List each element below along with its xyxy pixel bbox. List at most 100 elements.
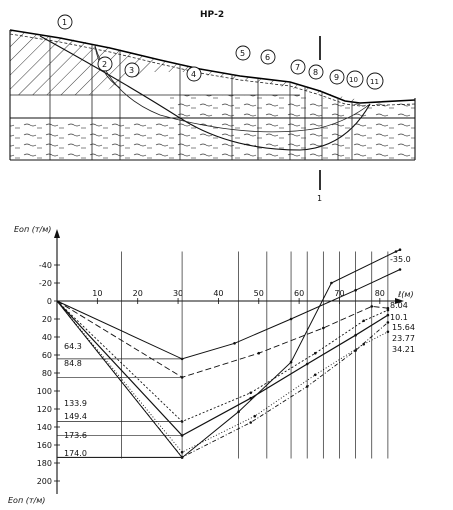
left-annotation-2: 133.9 xyxy=(64,399,87,408)
right-annotation-2: 10.1 xyxy=(390,313,408,322)
series-point xyxy=(386,308,390,312)
section-cut-label: 1 xyxy=(317,194,322,203)
y-axis-label-bottom: Eоп (т/м) xyxy=(8,496,45,505)
marker-3: 3 xyxy=(124,62,140,78)
series-point xyxy=(257,351,261,355)
y-tick-label: 200 xyxy=(37,477,52,486)
series-point xyxy=(362,319,365,323)
left-annotation-4: 173.6 xyxy=(64,431,87,440)
svg-text:8: 8 xyxy=(313,68,318,77)
series-point xyxy=(394,250,398,253)
slice-lines xyxy=(49,36,353,160)
right-annotation-4: 23.77 xyxy=(392,334,415,343)
series-point xyxy=(249,421,252,424)
slice-markers: 1 2 3 4 5 6 7 xyxy=(57,14,384,90)
y-tick-label: 40 xyxy=(42,333,52,342)
marker-1: 1 xyxy=(57,14,73,30)
y-tick-label: -40 xyxy=(39,261,52,270)
svg-text:2: 2 xyxy=(102,60,107,69)
series-point xyxy=(386,306,390,310)
x-axis-label: ℓ(м) xyxy=(397,290,414,299)
marker-5: 5 xyxy=(235,45,251,61)
svg-text:11: 11 xyxy=(370,78,379,86)
series-point xyxy=(386,321,390,324)
series-point xyxy=(313,373,317,377)
right-annotation-0: -35.0 xyxy=(390,255,411,264)
svg-text:10: 10 xyxy=(349,76,358,84)
x-tick-label: 30 xyxy=(173,289,183,298)
x-tick-label: 60 xyxy=(294,289,304,298)
series-line-3 xyxy=(56,300,389,423)
y-tick-label: 0 xyxy=(47,297,52,306)
series-point xyxy=(305,385,309,388)
y-tick-label: 180 xyxy=(37,459,52,468)
left-annotation-1: 84.8 xyxy=(64,359,82,368)
hatched-soil-layer xyxy=(10,30,360,103)
clay-layer-mid xyxy=(170,95,415,118)
svg-text:7: 7 xyxy=(295,63,300,72)
y-tick-label: -20 xyxy=(39,279,52,288)
value-guides xyxy=(57,358,183,458)
svg-text:4: 4 xyxy=(191,70,196,79)
x-tick-label: 20 xyxy=(133,289,143,298)
svg-text:5: 5 xyxy=(240,49,245,58)
series-point xyxy=(354,349,357,352)
series-point xyxy=(249,396,252,400)
x-axis-arrow xyxy=(395,298,404,304)
series-point xyxy=(253,414,257,418)
svg-text:1: 1 xyxy=(62,18,67,27)
y-tick-label: 140 xyxy=(37,423,52,432)
series-point xyxy=(386,330,390,334)
series-point xyxy=(354,333,357,337)
series-line-5 xyxy=(56,300,389,458)
x-tick-label: 80 xyxy=(375,289,385,298)
y-tick-label: 100 xyxy=(37,387,52,396)
y-tick-label: 160 xyxy=(37,441,52,450)
series-point xyxy=(289,360,293,364)
marker-9: 9 xyxy=(329,69,345,85)
marker-7: 7 xyxy=(290,59,306,75)
series-point xyxy=(354,288,357,292)
left-annotation-0: 64.3 xyxy=(64,342,82,351)
series-point xyxy=(362,342,365,346)
marker-6: 6 xyxy=(260,49,276,65)
svg-text:3: 3 xyxy=(129,66,134,75)
right-annotation-3: 15.64 xyxy=(392,323,415,332)
section-title: НР-2 xyxy=(200,10,224,20)
marker-11: 11 xyxy=(366,72,384,90)
series-line-4 xyxy=(56,300,389,437)
y-tick-label: 80 xyxy=(42,369,52,378)
series-point xyxy=(386,313,390,317)
series-point xyxy=(305,362,309,366)
series-point xyxy=(233,342,236,345)
left-annotation-3: 149.4 xyxy=(64,412,87,421)
x-tick-label: 50 xyxy=(254,289,264,298)
x-tick-label: 40 xyxy=(213,289,223,298)
y-tick-label: 120 xyxy=(37,405,52,414)
series-point xyxy=(398,248,402,251)
series-line-2 xyxy=(56,300,388,378)
marker-8: 8 xyxy=(308,64,324,80)
series-point xyxy=(370,305,374,308)
right-annotation-1: 8.04 xyxy=(390,301,408,310)
series-lines xyxy=(56,248,402,459)
y-axis-label-top: Eоп (т/м) xyxy=(14,225,51,234)
x-tick-label: 10 xyxy=(92,289,102,298)
clay-layer xyxy=(10,118,415,160)
svg-text:6: 6 xyxy=(265,53,270,62)
left-annotation-5: 174.0 xyxy=(64,449,87,458)
marker-2: 2 xyxy=(97,56,113,72)
slice-verticals xyxy=(121,251,389,459)
y-tick-label: 60 xyxy=(42,351,52,360)
series-point xyxy=(289,317,293,321)
series-point xyxy=(322,326,325,330)
series-point xyxy=(180,450,184,454)
series-point xyxy=(237,410,240,414)
series-point xyxy=(313,351,317,355)
y-axis-arrow xyxy=(54,229,60,238)
ground-surface-line xyxy=(9,29,416,104)
marker-4: 4 xyxy=(186,66,202,82)
ground-surface-dashed xyxy=(9,33,416,107)
